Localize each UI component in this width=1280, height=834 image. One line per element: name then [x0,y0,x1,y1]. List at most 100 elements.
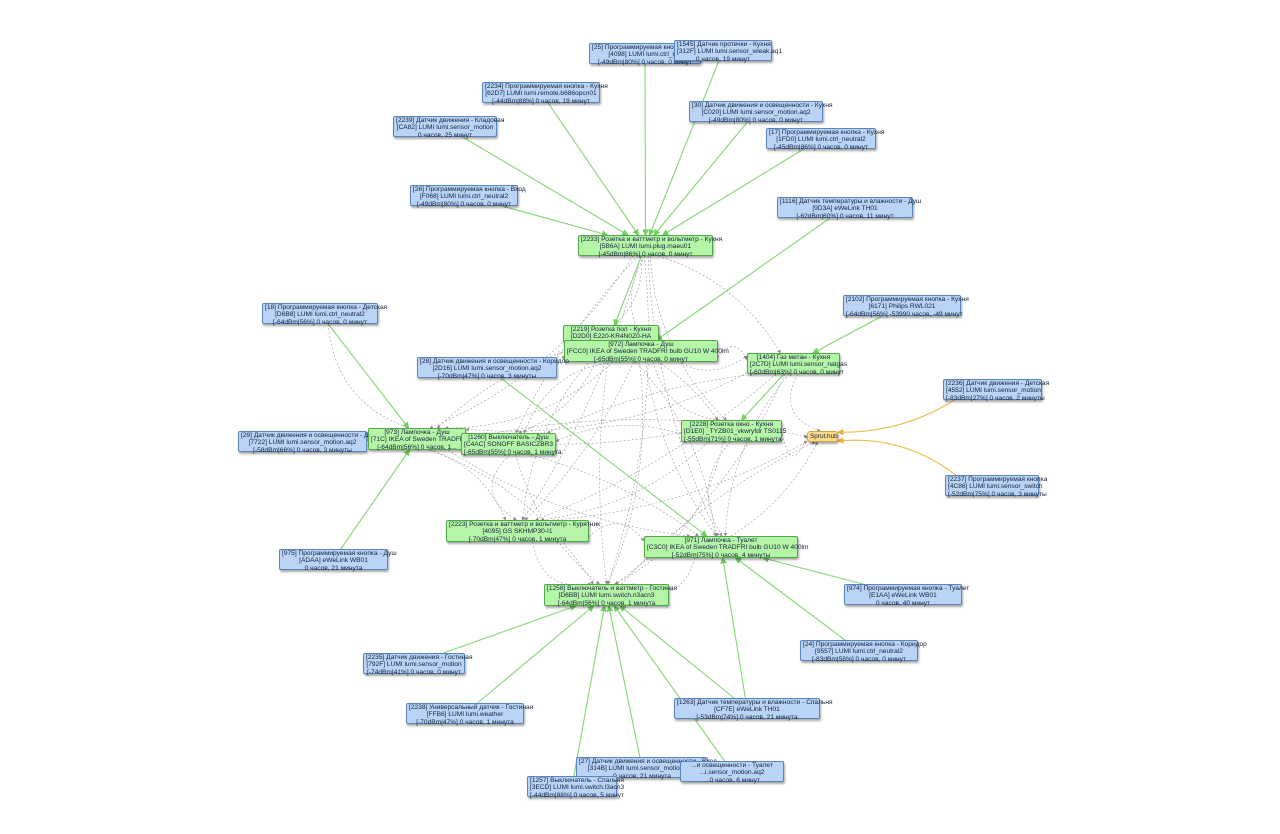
edge-n972-n1258 [607,361,644,585]
device-node-n1263[interactable]: [1263] Датчик температуры и влажности - … [674,698,833,721]
node-label-line: [971] Лампочка - Туалет [684,537,758,544]
node-label-line: [-49dBm|80%] 0 часов, 0 минут [417,200,511,208]
edge-n2235-n1258 [443,604,577,654]
edge-n1404-n2228 [740,373,785,421]
edge-n2228-hub [781,433,808,456]
edge-n1404-n971 [723,373,790,537]
device-node-n2102[interactable]: [2102] Программируемая кнопка - Кухня[61… [843,295,969,318]
device-node-n971[interactable]: [971] Лампочка - Туалет[C3C0] IKEA of Sw… [644,536,809,559]
device-node-n972[interactable]: [972] Лампочка - Душ[FCC0] IKEA of Swede… [564,340,729,363]
node-label-line: ...i.sensor_motion.aq2 [699,769,765,777]
edge-n1116-n972 [655,217,831,341]
edge-n28-n972 [556,350,565,361]
node-label-line: [C3C0] IKEA of Sweden TRADFRI bulb GU10 … [647,544,809,552]
node-label-line: ...и освещенности - Туалет [691,762,773,769]
device-node-n2233[interactable]: [2233] Розетка и ваттметр и вольтметр - … [578,235,722,258]
node-label-line: [-70dBm|47%] 0 часов, 1 минута [416,718,514,726]
hub-node[interactable]: Sprut.hub [807,431,838,442]
node-label-line: [-62dBm|60%] 0 часов, 11 минут [796,212,894,220]
edge-n18-n973 [327,323,410,429]
device-node-n973[interactable]: [973] Лампочка - Душ[71C] IKEA of Sweden… [368,428,478,451]
edge-n24-n971 [734,557,846,641]
node-label-line: [4095] GS SKHMP30-I1 [482,528,553,536]
node-label-line: [E1AA] eWeLink WB01 [869,592,937,600]
node-label-line: [1263] Датчик температуры и влажности - … [677,699,833,706]
device-node-n28[interactable]: [28] Датчик движения и освещенности - Ко… [417,357,569,380]
edge-n2219-n1258 [599,342,612,585]
device-node-n1258[interactable]: [1258] Выключатель и ваттметр - Гостиная… [544,584,677,607]
node-label-line: [F068] LUMI lumi.ctrl_neutral2 [419,193,509,201]
device-node-nToilet[interactable]: ...и освещенности - Туалет...i.sensor_mo… [680,761,784,784]
device-node-n18[interactable]: [18] Программируемая кнопка - Детская[D6… [262,303,387,326]
node-label-line: [2237] Программируемая кнопка [948,476,1048,483]
edge-n1404-hub [790,373,821,432]
device-node-n1257[interactable]: [1257] Выключатель - Спальня[3ECD] LUMI … [527,776,624,799]
edge-n2223-n1258 [532,541,592,587]
edge-n2223-hub [552,441,808,521]
edge-n971-hub [730,441,818,537]
device-node-n26[interactable]: [26] Программируемая кнопка - Вход[F068]… [410,185,526,208]
device-node-n24[interactable]: [24] Программируемая кнопка - Коридор[95… [800,640,927,663]
device-node-n2234[interactable]: [2234] Программируемая кнопка - Кухня[62… [482,82,608,105]
edge-n2239-n2233 [462,136,629,236]
edge-n2223-n971 [588,523,645,542]
edge-n2233-n2219 [614,255,643,326]
edge-n971-n1258 [632,557,696,593]
edge-n2233-n1258 [606,255,649,585]
node-label-line: [1260] Выключатель - Душ [468,434,549,441]
node-label-line: [-70dBm|47%] 0 часов, 1 минута [468,535,567,543]
device-node-n2237[interactable]: [2237] Программируемая кнопка[4C86] LUMI… [945,475,1048,498]
device-node-n2236[interactable]: [2236] Датчик движения - Детская[4552] L… [943,379,1049,402]
device-node-n1404[interactable]: [1404] Газ метан - Кухня[2C7D] LUMI lumi… [747,353,848,376]
node-label-line: [-52dBm|75%] 0 часов, 4 минуты [671,551,771,559]
node-label-line: [-45dBm|86%] 0 часов, 0 минут [598,250,693,258]
node-label-line: [2219] Розетка пол - Кухня [570,326,652,333]
node-label-line: Sprut.hub [810,433,838,440]
node-label-line: [974] Программируемая кнопка - Туалет [847,585,970,592]
node-label-line: [29] Датчик движения и освещенности - Ду… [241,432,378,439]
device-node-n2223[interactable]: [2223] Розетка и ваттметр и вольтметр - … [446,520,601,543]
node-label-line: [-60dBm|63%] 0 часов, 0 минут [750,368,844,376]
edge-n1260-n1258 [515,454,600,585]
node-label-line: [-53dBm|74%] 0 часов, 21 минута [696,713,798,721]
node-label-line: [-64dBm|56%] 0 часов, 1... [377,443,457,451]
node-label-line: [2102] Программируемая кнопка - Кухня [846,296,969,303]
device-node-n2228[interactable]: [2228] Розетка окно - Кухня[D1E0] _TYZB0… [681,420,786,443]
device-node-n974[interactable]: [974] Программируемая кнопка - Туалет[E1… [844,584,970,607]
edge-n2234-n2233 [547,102,639,236]
edge-n2228-n1260 [555,425,682,442]
edge-n28-n971 [500,377,708,537]
node-label-line: [2223] Розетка и ваттметр и вольтметр - … [449,521,601,528]
device-node-n2235[interactable]: [2235] Датчик движения - Гостиная[792F] … [363,653,473,676]
edge-n1263-n1258 [619,605,735,699]
node-label-line: [7722] LUMI lumi.sensor_motion.aq2 [248,439,357,447]
device-node-n1545[interactable]: [1545] Датчик протечки - Кухня[312F] LUM… [674,40,783,63]
device-node-n1116[interactable]: [1116] Датчик температуры и влажности - … [777,197,921,220]
node-label-line: [2C7D] LUMI lumi.sensor_natgas [750,361,848,369]
node-label-line: [2228] Розетка окно - Кухня [689,421,774,428]
node-label-line: [4098] LUMI lumi.ctrl_n... [608,51,682,59]
edge-n973-n2223 [428,449,506,521]
node-label-line: 0 часов, 40 минут [875,599,931,607]
device-node-n29[interactable]: [29] Датчик движения и освещенности - Ду… [238,431,378,454]
device-node-n2239[interactable]: [2239] Датчик движения - Кладовая[CA82] … [393,116,504,139]
edge-n975-n973 [340,449,411,550]
node-label-line: [973] Лампочка - Душ [384,429,450,436]
node-label-line: [2238] Универсальный датчик - Гостиная [409,704,534,711]
edge-n972-n2223 [524,361,634,521]
node-label-line: [312F] LUMI lumi.sensor_wleak.aq1 [677,48,783,56]
node-label-line: [-65dBm|55%] 0 часов, 1 минута [464,448,562,456]
device-node-n1260[interactable]: [1260] Выключатель - Душ[C4AC] SONOFF BA… [461,433,562,456]
device-node-n30[interactable]: [30] Датчик движения и освещенности - Ку… [689,101,833,124]
node-label-line: [28] Датчик движения и освещенности - Ко… [420,358,569,365]
device-node-n27[interactable]: [27] Датчик движения и освещенности - Вх… [576,757,717,780]
edge-n972-n971 [645,361,717,537]
device-node-n975[interactable]: [975] Программируемая кнопка - Душ[ADAA]… [279,549,397,572]
edge-n2233-n2223 [522,255,642,521]
edge-n2237-hub [836,437,957,476]
device-node-n17[interactable]: [17] Программируемая кнопка - Кухня[1FD0… [766,128,884,151]
edge-n27-n1258 [606,604,641,758]
device-node-n2238[interactable]: [2238] Универсальный датчик - Гостиная[F… [406,703,534,726]
node-label-line: [71C] IKEA of Sweden TRADFRI b... [371,436,478,444]
